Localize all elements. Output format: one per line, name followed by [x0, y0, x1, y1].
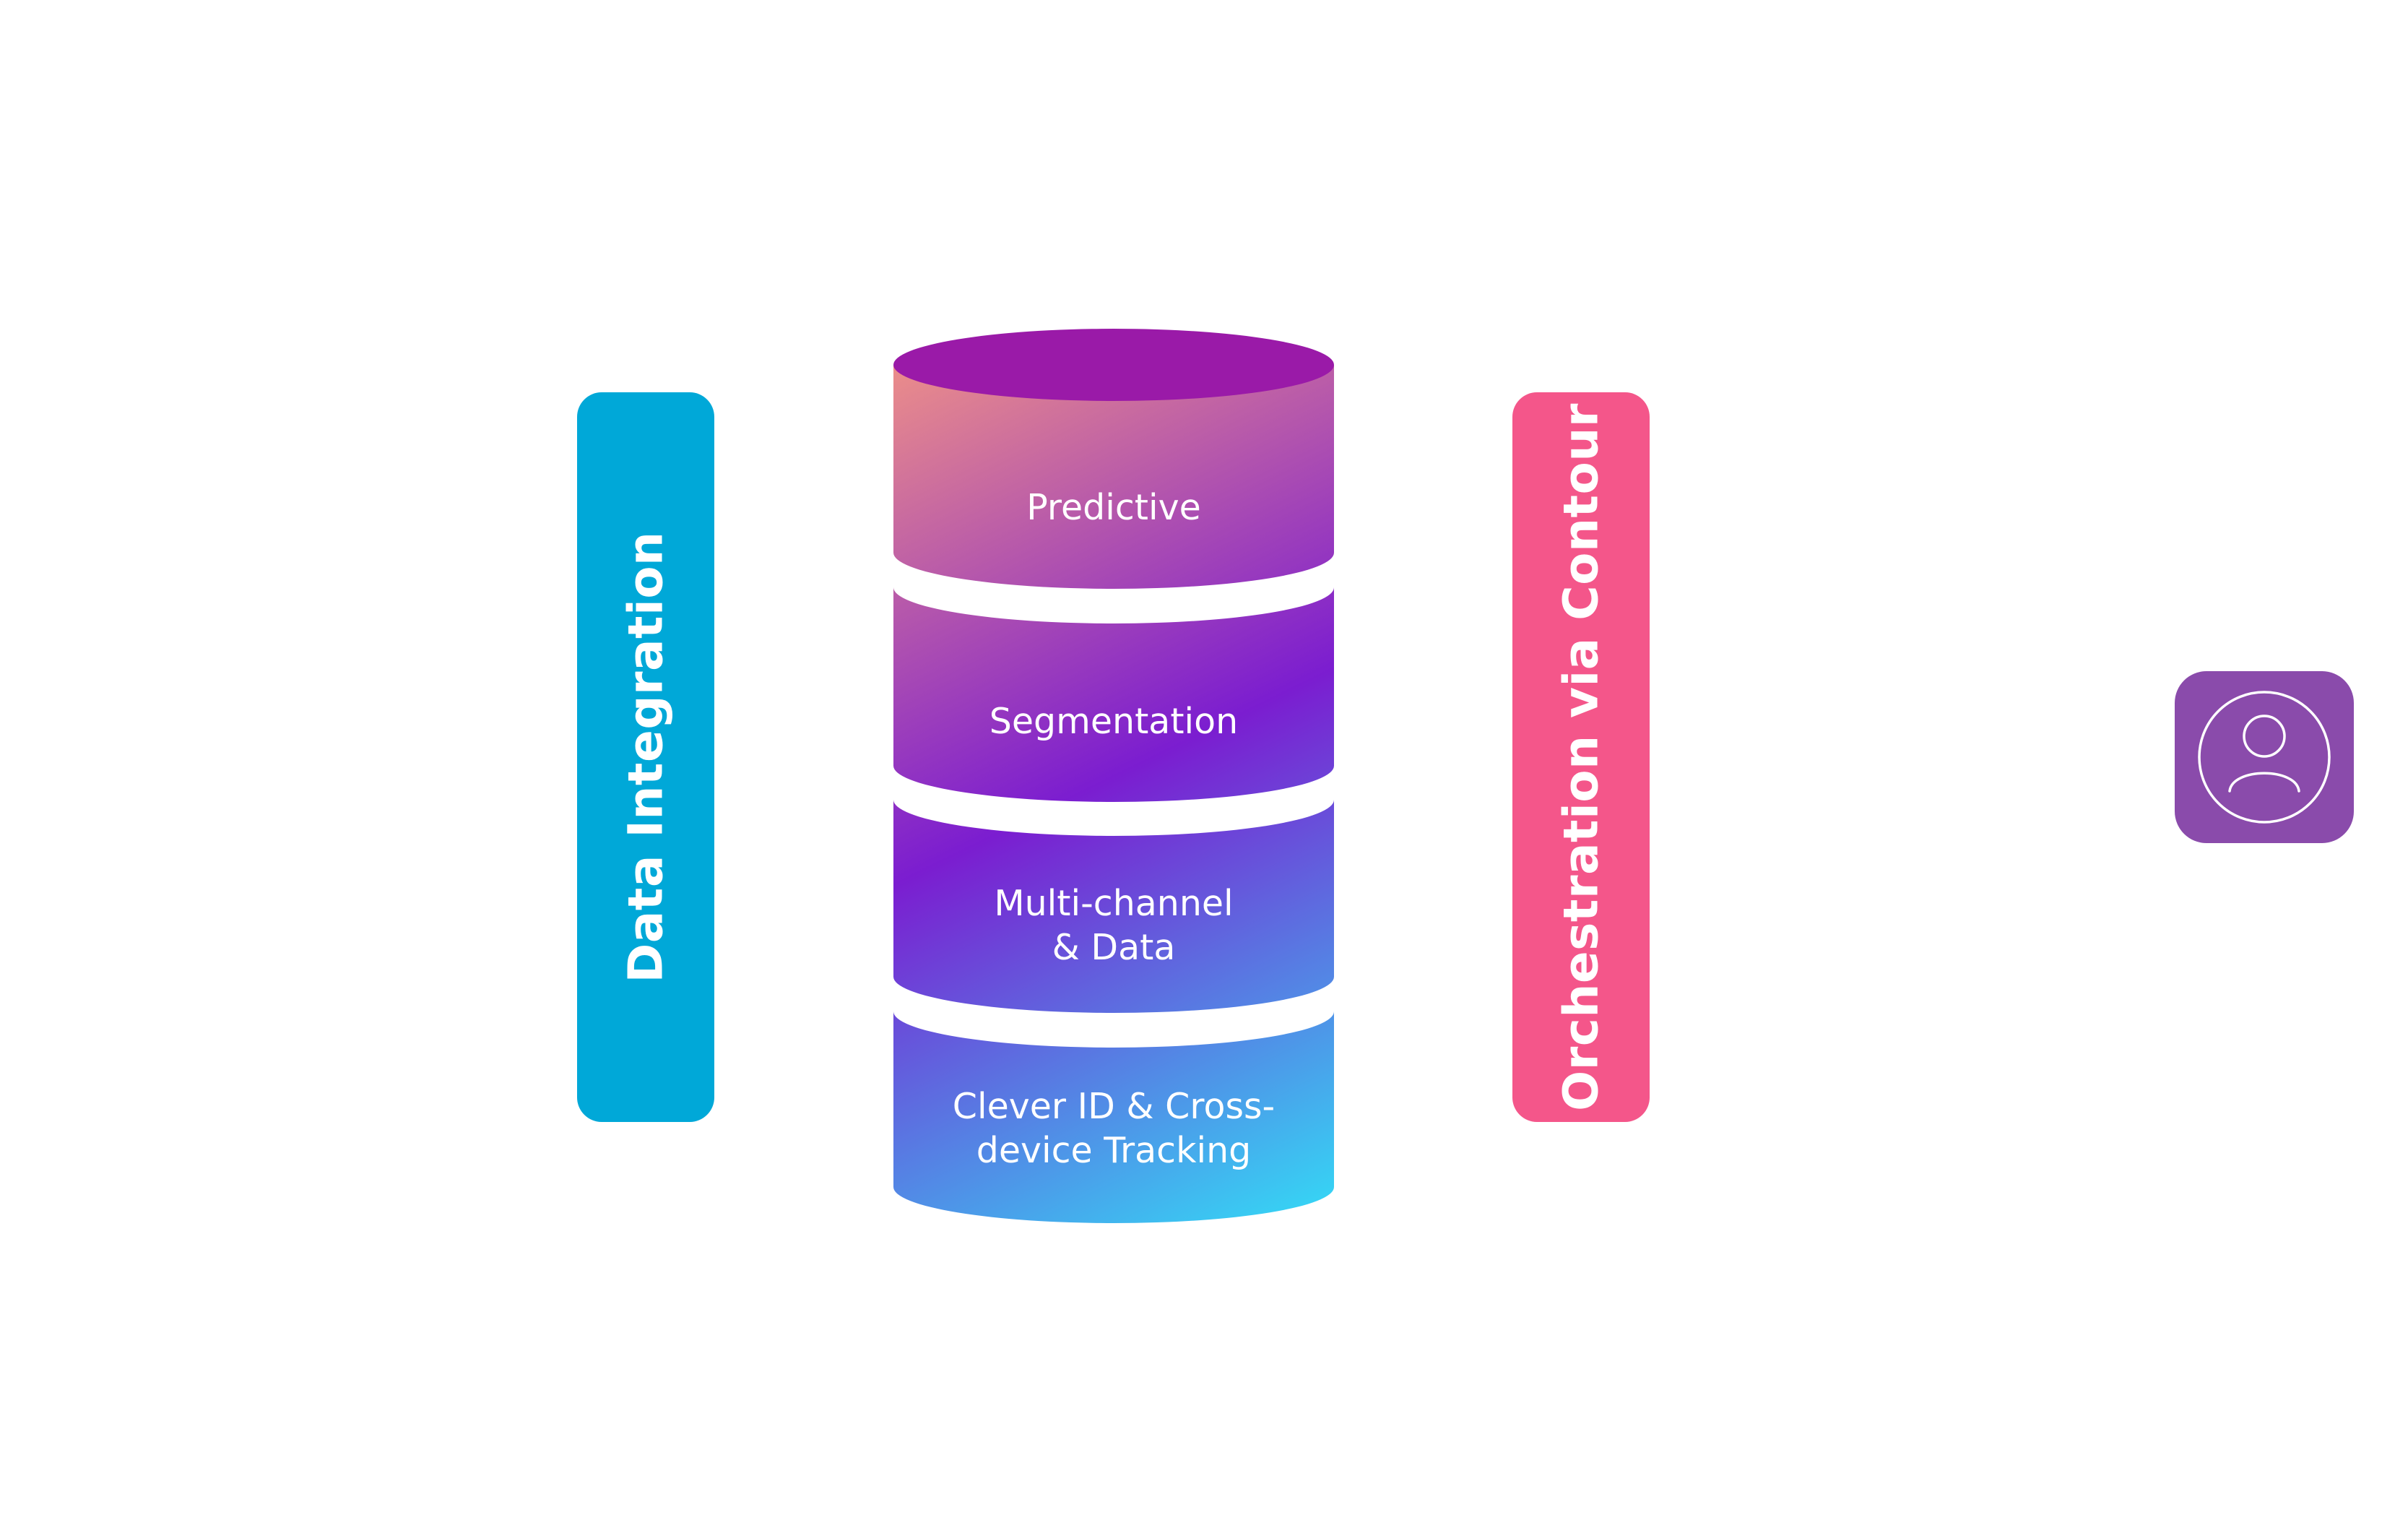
layer-multichannel [893, 800, 1334, 1013]
layer-segmentation-label: Segmentation [989, 701, 1239, 742]
orchestration-pillar: Orchestration via Contour [1512, 392, 1650, 1122]
data-integration-pillar: Data Integration [577, 392, 714, 1122]
data-integration-label: Data Integration [618, 531, 674, 983]
orchestration-label: Orchestration via Contour [1553, 403, 1609, 1111]
layer-predictive [893, 365, 1334, 589]
layer-predictive-label: Predictive [1026, 487, 1201, 528]
layer-multichannel-label: Multi-channel & Data [994, 883, 1234, 968]
user-tile [2175, 671, 2354, 843]
layer-segmentation [893, 587, 1334, 802]
stack-top [893, 329, 1334, 401]
user-icon [2198, 691, 2331, 824]
layer-clever-id [893, 1011, 1334, 1223]
database-stack [893, 329, 1334, 1223]
layer-clever-id-label: Clever ID & Cross- device Tracking [952, 1086, 1276, 1171]
